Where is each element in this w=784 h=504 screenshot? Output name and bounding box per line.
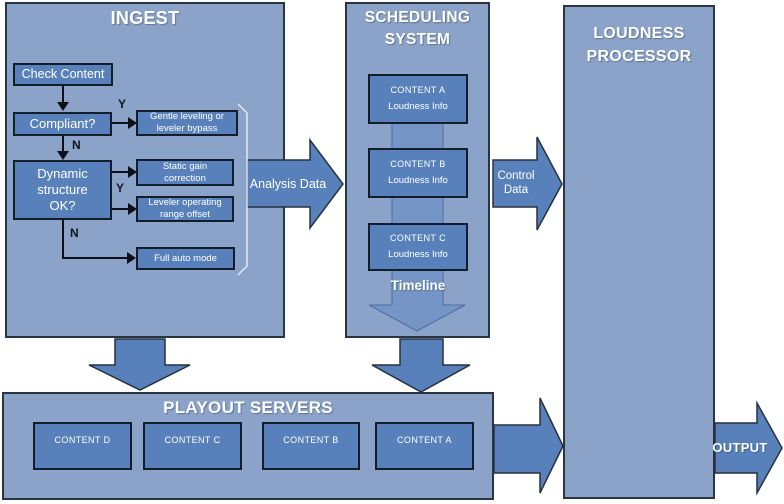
scheduling-content-c-node: CONTENT C Loudness Info [368, 223, 468, 271]
dynamic-structure-decision-node: Dynamic structure OK? [13, 160, 112, 220]
playout-content-d-node: CONTENT D [33, 422, 132, 470]
playout-content-c-node: CONTENT C [143, 422, 242, 470]
content-b-name: CONTENT B [390, 158, 446, 169]
ingest-to-playout-arrow [88, 338, 191, 391]
scheduling-title-line1: SCHEDULING [364, 9, 471, 26]
content-c-name: CONTENT C [390, 232, 446, 243]
scheduling-content-a-node: CONTENT A Loudness Info [368, 74, 468, 124]
full-auto-mode-node: Full auto mode [136, 247, 235, 270]
scheduling-title: SCHEDULING SYSTEM [345, 7, 490, 52]
control-label-line2: Data [503, 183, 529, 196]
loudness-processor-title: LOUDNESS PROCESSOR [563, 22, 715, 68]
scheduling-title-line2: SYSTEM [384, 31, 451, 49]
compliant-yes-label: Y [118, 97, 127, 111]
control-label-line1: Control [497, 170, 535, 182]
scheduling-content-b-node: CONTENT B Loudness Info [368, 148, 468, 198]
compliant-decision-node: Compliant? [13, 112, 112, 136]
ingest-title: INGEST [110, 8, 180, 28]
content-a-info: Loudness Info [388, 101, 448, 113]
loudness-title-line2: PROCESSOR [586, 48, 692, 66]
control-data-label: Control Data [492, 170, 540, 198]
content-b-info: Loudness Info [388, 175, 448, 187]
content-a-name: CONTENT A [390, 84, 446, 95]
gentle-leveling-node: Gentle leveling or leveler bypass [136, 110, 238, 136]
playout-servers-title: PLAYOUT SERVERS [163, 398, 333, 417]
scheduling-to-playout-arrow [371, 338, 471, 393]
loudness-processor-panel [563, 5, 715, 499]
loudness-title-line1: LOUDNESS [593, 25, 685, 42]
playout-content-a-node: CONTENT A [375, 422, 474, 470]
timeline-label: Timeline [390, 278, 446, 293]
check-content-node: Check Content [13, 63, 113, 86]
static-gain-node: Static gain correction [136, 159, 234, 186]
analysis-data-label: Analysis Data [249, 177, 327, 191]
content-c-info: Loudness Info [388, 249, 448, 261]
playout-content-b-node: CONTENT B [262, 422, 360, 470]
output-label: OUTPUT [712, 440, 768, 455]
leveler-offset-node: Leveler operating range offset [136, 196, 234, 222]
dynamic-yes-label: Y [116, 181, 125, 195]
playout-to-processor-arrow [493, 397, 564, 494]
dynamic-no-label: N [70, 226, 79, 240]
compliant-no-label: N [72, 138, 81, 152]
